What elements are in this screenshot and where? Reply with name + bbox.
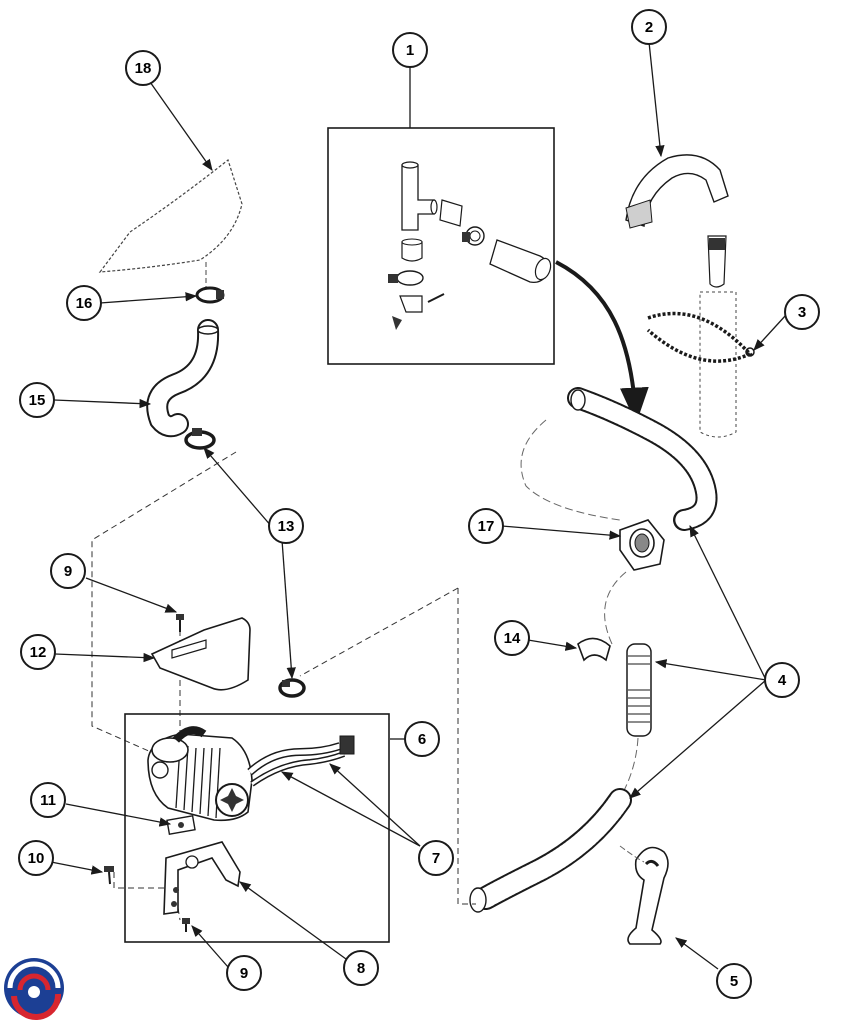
callout-3: 3 bbox=[784, 294, 820, 330]
callout-14: 14 bbox=[494, 620, 530, 656]
svg-text:15: 15 bbox=[29, 392, 46, 409]
svg-text:9: 9 bbox=[64, 563, 72, 580]
hose-hook bbox=[619, 845, 669, 945]
pump-cover bbox=[98, 158, 243, 273]
svg-text:10: 10 bbox=[28, 850, 45, 867]
svg-text:9: 9 bbox=[240, 965, 248, 982]
hose-clamp-upper bbox=[184, 428, 216, 450]
svg-text:13: 13 bbox=[278, 518, 295, 535]
callout-8: 8 bbox=[343, 950, 379, 986]
callout-12: 12 bbox=[20, 634, 56, 670]
drain-kit-box bbox=[327, 127, 555, 365]
svg-text:6: 6 bbox=[418, 731, 426, 748]
pump-hose bbox=[146, 319, 220, 438]
callout-17: 17 bbox=[468, 508, 504, 544]
hose-clip bbox=[577, 637, 611, 662]
drain-hose-upper bbox=[520, 387, 718, 531]
svg-text:5: 5 bbox=[730, 973, 738, 990]
hose-clamp-lower bbox=[278, 678, 306, 698]
assembly-dashed-lines bbox=[91, 451, 476, 921]
callout-2: 2 bbox=[631, 9, 667, 45]
svg-text:17: 17 bbox=[478, 518, 495, 535]
callout-1: 1 bbox=[392, 32, 428, 68]
svg-text:11: 11 bbox=[40, 792, 56, 809]
callout-5: 5 bbox=[716, 963, 752, 999]
svg-text:4: 4 bbox=[778, 672, 787, 689]
hose-guide bbox=[625, 154, 737, 438]
callout-7: 7 bbox=[418, 840, 454, 876]
svg-text:7: 7 bbox=[432, 850, 440, 867]
pump-wire-harness bbox=[247, 735, 355, 787]
callout-9-upper: 9 bbox=[50, 553, 86, 589]
callout-4: 4 bbox=[764, 662, 800, 698]
callout-16: 16 bbox=[66, 285, 102, 321]
drain-hose-middle bbox=[604, 571, 652, 799]
parts-logo-icon bbox=[4, 958, 64, 1020]
svg-text:1: 1 bbox=[406, 42, 414, 59]
hose-adapter bbox=[619, 519, 665, 571]
kit-connector-arrow bbox=[555, 260, 649, 424]
callout-10: 10 bbox=[18, 840, 54, 876]
drain-pump-motor bbox=[147, 726, 253, 822]
drain-hose-lower bbox=[469, 788, 632, 913]
pump-assembly-box bbox=[124, 713, 390, 943]
callout-15: 15 bbox=[19, 382, 55, 418]
svg-text:8: 8 bbox=[357, 960, 365, 977]
svg-text:18: 18 bbox=[135, 60, 152, 77]
svg-text:14: 14 bbox=[504, 630, 521, 647]
svg-text:2: 2 bbox=[645, 19, 653, 36]
svg-text:16: 16 bbox=[76, 295, 93, 312]
hose-clamp-small bbox=[195, 286, 225, 304]
callout-11: 11 bbox=[30, 782, 66, 818]
retaining-chain bbox=[646, 311, 755, 363]
svg-text:3: 3 bbox=[798, 304, 806, 321]
leader-lines bbox=[50, 41, 787, 970]
pump-housing-cover bbox=[150, 617, 251, 691]
screw-top bbox=[176, 614, 184, 632]
svg-text:12: 12 bbox=[30, 644, 47, 661]
pump-bracket bbox=[163, 841, 241, 915]
callout-6: 6 bbox=[404, 721, 440, 757]
screw-bottom bbox=[182, 918, 190, 932]
callout-9-lower: 9 bbox=[226, 955, 262, 991]
callout-18: 18 bbox=[125, 50, 161, 86]
screw-left bbox=[104, 866, 114, 885]
callout-13: 13 bbox=[268, 508, 304, 544]
